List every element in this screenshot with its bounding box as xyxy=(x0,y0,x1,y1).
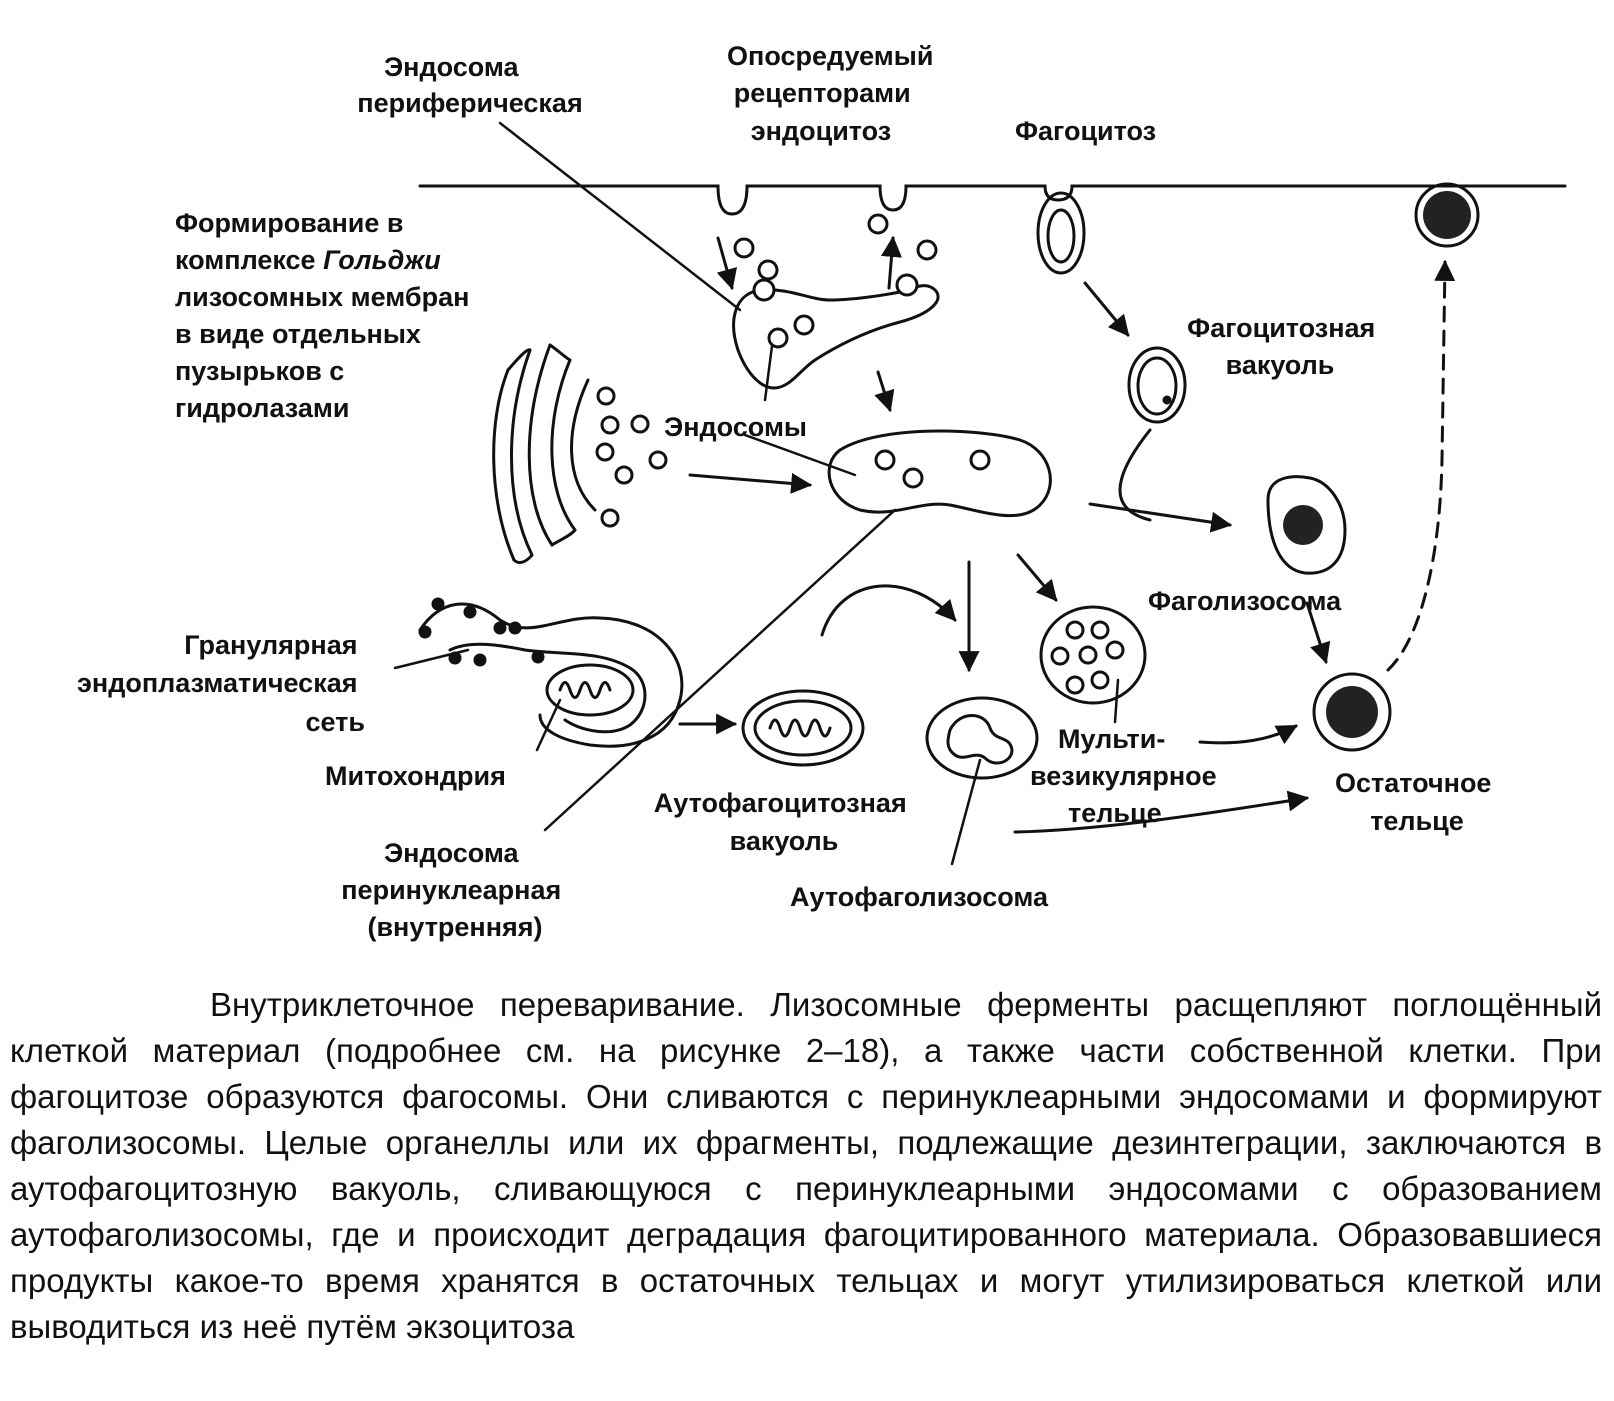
autophagolysosome xyxy=(925,696,1039,780)
residual-body xyxy=(1312,672,1392,752)
figure-caption: Внутриклеточное переваривание. Лизосомны… xyxy=(10,982,1602,1350)
label-residual-body: Остаточное тельце xyxy=(1335,768,1499,836)
label-endosome-peripheral: Эндосома периферическая xyxy=(357,52,582,118)
coated-vesicle xyxy=(733,237,755,259)
golgi-complex xyxy=(492,343,668,564)
plasma-membrane xyxy=(418,184,1567,216)
flow-arrows xyxy=(678,235,1456,834)
intracellular-digestion-diagram: Эндосома периферическая Опосредуемый рец… xyxy=(77,41,1567,942)
granular-er xyxy=(418,597,684,748)
label-receptor-endocytosis: Опосредуемый рецепторами эндоцитоз xyxy=(727,41,941,146)
label-multivesicular-body: Мульти- везикулярное тельце xyxy=(1030,724,1224,828)
label-endosomes: Эндосомы xyxy=(664,412,807,442)
perinuclear-endosome xyxy=(827,429,1052,518)
phagocytic-vacuole xyxy=(1127,346,1187,424)
label-autophagolysosome: Аутофаголизосома xyxy=(790,882,1049,912)
label-mitochondrion: Митохондрия xyxy=(325,761,506,791)
pointer-lines xyxy=(393,121,1120,866)
label-endosome-perinuclear: Эндосома перинуклеарная (внутренняя) xyxy=(341,838,569,942)
mitochondrion xyxy=(545,663,635,717)
label-phagocytosis: Фагоцитоз xyxy=(1015,116,1156,146)
peripheral-endosome xyxy=(732,284,940,390)
label-autophagic-vacuole: Аутофагоцитозная вакуоль xyxy=(654,788,914,856)
phagocytosis-vesicle xyxy=(1036,191,1086,275)
caption-text: Внутриклеточное переваривание. Лизосомны… xyxy=(10,986,1602,1345)
label-phagolysosome: Фаголизосома xyxy=(1148,586,1342,616)
phagolysosome xyxy=(1266,475,1347,575)
multivesicular-body xyxy=(1039,605,1147,705)
autophagic-vacuole xyxy=(741,689,865,767)
label-granular-er: Гранулярная эндоплазматическая сеть xyxy=(77,630,365,737)
label-golgi-formation: Формирование в комплексе Гольджи лизосом… xyxy=(175,208,477,423)
exocytosis-vesicle xyxy=(1414,182,1480,248)
label-phagocytic-vacuole: Фагоцитозная вакуоль xyxy=(1187,313,1383,380)
